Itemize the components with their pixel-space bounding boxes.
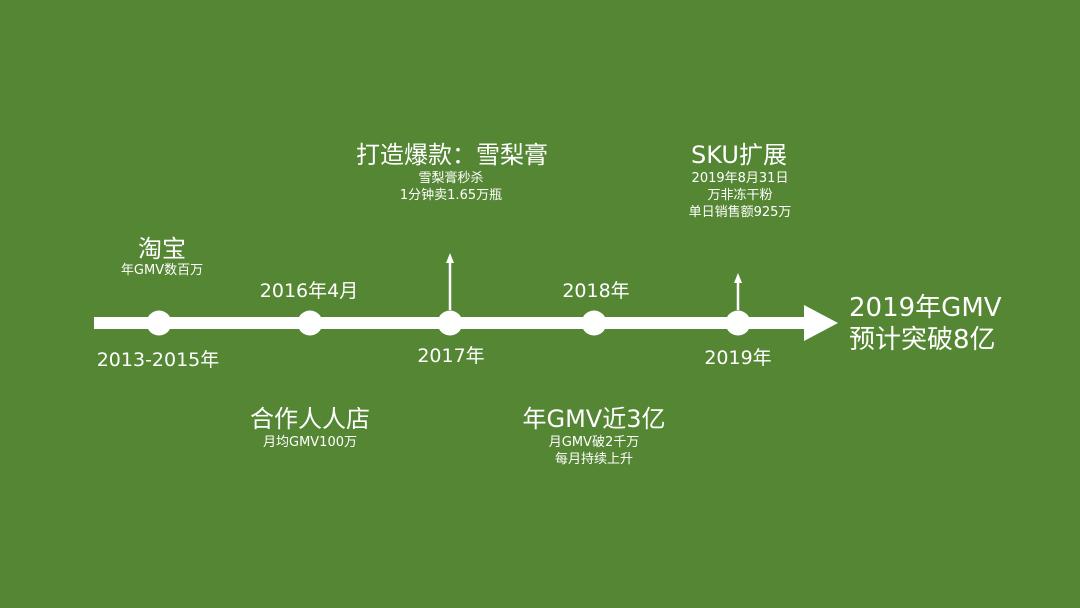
milestone-4-year: 2018年 [562,280,630,302]
milestone-4-title: 年GMV近3亿 [522,405,666,433]
milestone-1-year: 2013-2015年 [96,349,220,371]
milestone-5-detail-3: 单日销售额925万 [688,205,792,220]
milestone-2-year: 2016年4月 [259,280,359,302]
milestone-2-title: 合作人人店 [250,405,370,433]
milestone-3-title: 打造爆款：雪梨膏 [356,141,548,169]
milestone-5-detail-2: 万非冻干粉 [707,188,773,203]
milestone-4-detail-1: 月GMV破2千万 [548,435,640,450]
end-label-line-2: 预计突破8亿 [849,325,996,355]
milestone-1-title: 淘宝 [138,235,186,263]
timeline-node-4 [581,310,607,336]
pointer-arrowhead-2017 [446,253,454,263]
milestone-5-year: 2019年 [704,347,772,369]
timeline-end-label: 2019年GMV 预计突破8亿 [849,292,1002,356]
timeline-node-1 [146,310,172,336]
milestone-3-detail-1: 雪梨膏秒杀 [418,171,484,186]
milestone-2-detail-1: 月均GMV100万 [263,435,357,450]
milestone-3-year: 2017年 [417,345,485,367]
end-label-line-1: 2019年GMV [849,293,1002,323]
timeline-arrowhead [804,305,838,341]
milestone-3-detail-2: 1分钟卖1.65万瓶 [399,188,503,203]
pointer-arrowhead-2019 [734,273,742,283]
timeline-node-2 [297,310,323,336]
timeline-node-3 [437,310,463,336]
milestone-1-detail-1: 年GMV数百万 [120,263,204,278]
milestone-5-title: SKU扩展 [691,141,787,169]
milestone-4-detail-2: 每月持续上升 [554,452,634,467]
milestone-5-detail-1: 2019年8月31日 [691,171,789,186]
timeline-node-5 [725,310,751,336]
